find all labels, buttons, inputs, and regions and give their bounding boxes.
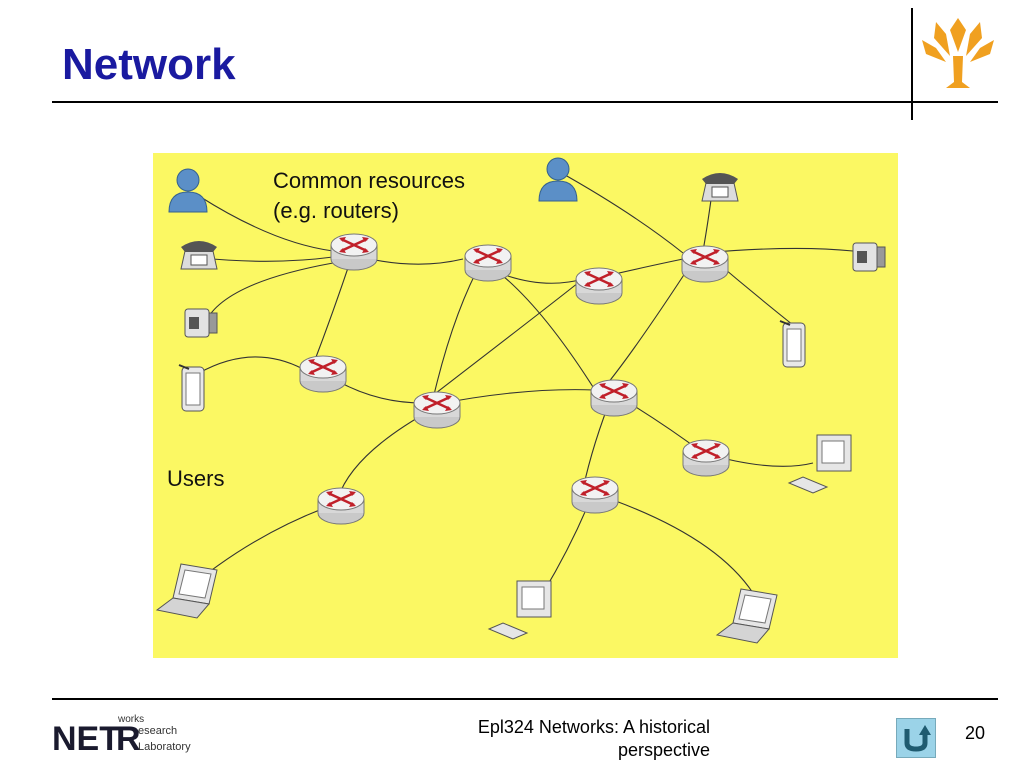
- laptop-icon: [716, 588, 778, 644]
- course-footer-line1: Epl324 Networks: A historical: [477, 717, 710, 737]
- tablet-icon: [178, 364, 205, 412]
- camcorder-icon: [184, 308, 218, 338]
- router-icon: [570, 475, 620, 515]
- router-icon: [329, 232, 379, 272]
- telephone-icon: [180, 240, 218, 270]
- course-footer-line2: perspective: [617, 740, 710, 760]
- router-icon: [316, 486, 366, 526]
- network-links: [182, 170, 854, 594]
- network-diagram: Common resources (e.g. routers) Users: [153, 153, 898, 658]
- top-vertical-divider: [911, 8, 913, 120]
- router-icon: [680, 244, 730, 284]
- resources-label-line1: Common resources: [273, 168, 465, 193]
- router-icon: [574, 266, 624, 306]
- user-icon: [538, 157, 578, 202]
- desktop-icon: [788, 434, 852, 494]
- lab-logo-laboratory: Laboratory: [138, 741, 191, 753]
- router-icon: [463, 243, 513, 283]
- users-label: Users: [167, 466, 225, 491]
- user-icon: [168, 168, 208, 213]
- resources-label-line2: (e.g. routers): [273, 198, 399, 223]
- bottom-divider: [52, 698, 998, 700]
- camcorder-icon: [852, 242, 886, 272]
- router-icon: [589, 378, 639, 418]
- laptop-icon: [156, 563, 218, 619]
- telephone-icon: [701, 172, 739, 202]
- lab-logo-esearch: esearch: [138, 725, 177, 737]
- lab-logo-works: works: [117, 714, 144, 725]
- tablet-icon: [779, 320, 806, 368]
- lab-logo-r: R: [116, 720, 141, 756]
- lab-logo-net: NET: [52, 720, 120, 756]
- page-number: 20: [965, 723, 986, 743]
- network-diagram-canvas: [156, 157, 886, 644]
- university-logo-icon: [922, 18, 994, 88]
- slide-title: Network: [62, 40, 236, 89]
- networks-research-lab-logo: NET R works esearch Laboratory: [52, 714, 191, 756]
- desktop-icon: [488, 580, 552, 640]
- course-footer: Epl324 Networks: A historical perspectiv…: [420, 716, 710, 762]
- return-icon: [904, 725, 931, 752]
- top-divider: [52, 101, 998, 103]
- router-icon: [412, 390, 462, 430]
- return-button[interactable]: [896, 718, 936, 758]
- router-icon: [298, 354, 348, 394]
- router-icon: [681, 438, 731, 478]
